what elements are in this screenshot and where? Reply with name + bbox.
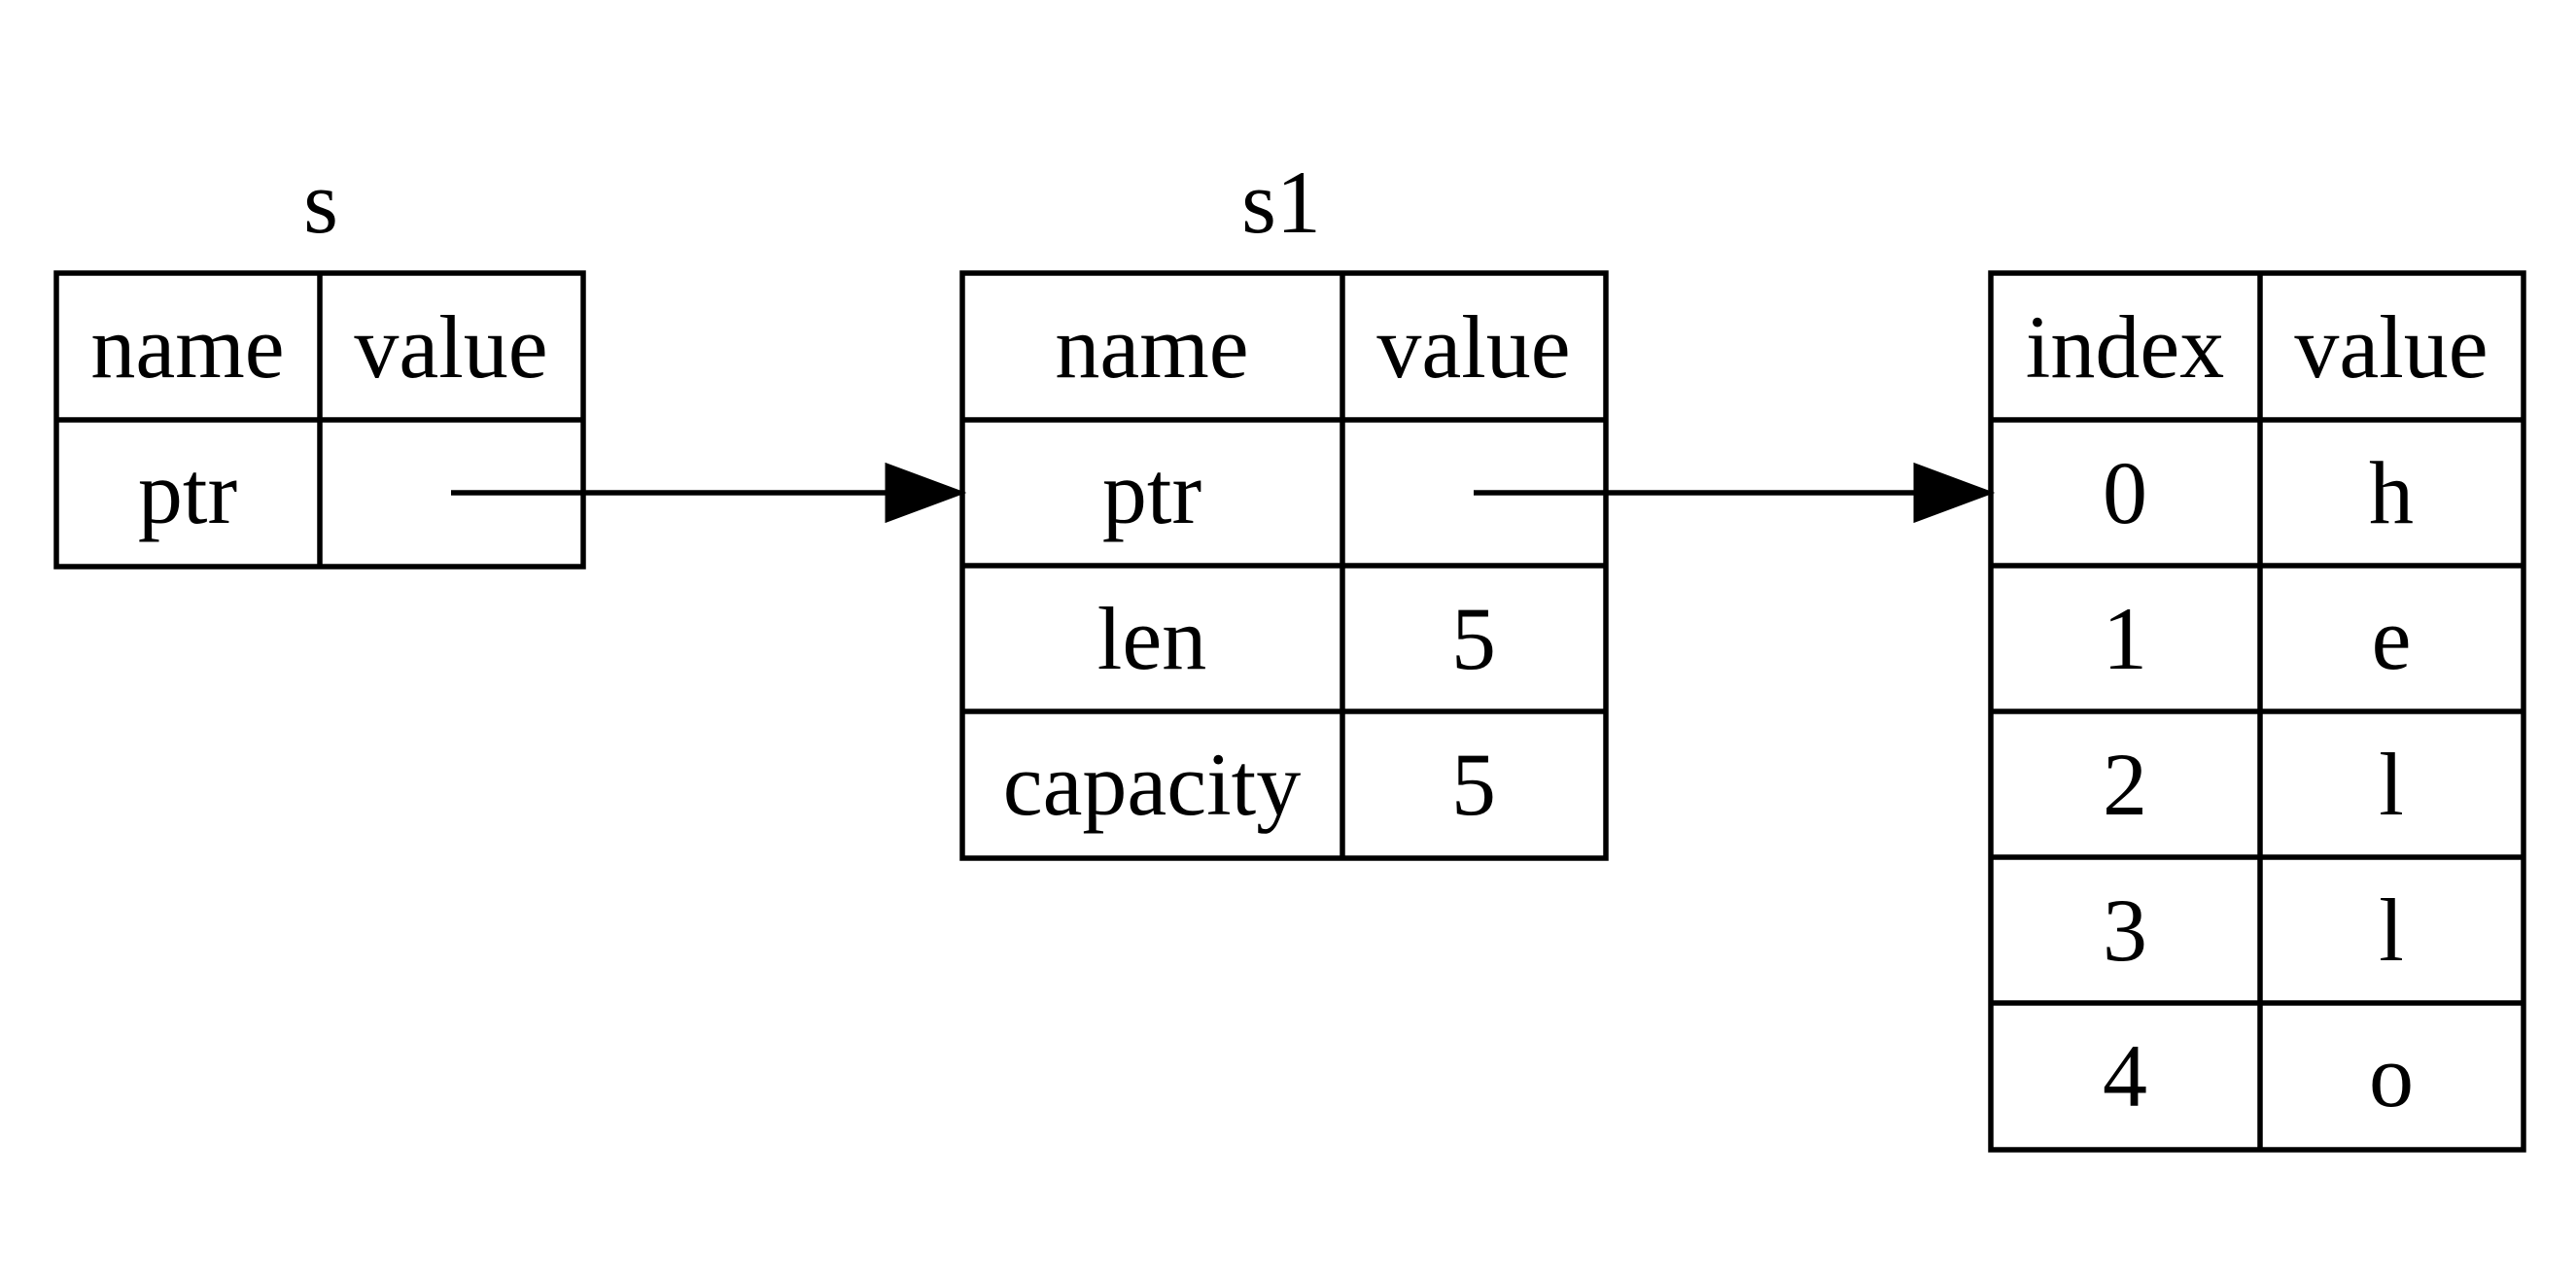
table-heap: index value 0 h 1 e 2 l 3 l 4 o <box>1988 270 2526 1153</box>
table-heap-cell-index: 4 <box>2103 1026 2147 1125</box>
table-s: s name value ptr <box>53 153 586 570</box>
arrow-head-icon <box>885 462 967 524</box>
table-s1-cell-ptr: ptr <box>1102 443 1201 542</box>
table-heap-cell-value: l <box>2379 735 2404 834</box>
table-s1-cell-capacity-value: 5 <box>1451 735 1496 834</box>
table-heap-cell-index: 0 <box>2103 443 2147 542</box>
table-heap-cell-value: h <box>2369 443 2414 542</box>
table-heap-cell-index: 3 <box>2103 881 2147 980</box>
table-s1-cell-len-value: 5 <box>1451 589 1496 688</box>
table-heap-cell-value: l <box>2379 881 2404 980</box>
table-heap-header-value: value <box>2294 297 2488 397</box>
table-s-title: s <box>303 153 338 252</box>
table-s1-header-value: value <box>1376 297 1570 397</box>
table-s1-title: s1 <box>1241 153 1321 252</box>
table-heap-cell-index: 2 <box>2103 735 2147 834</box>
table-heap-cell-value: e <box>2372 589 2412 688</box>
table-s1-cell-len: len <box>1097 589 1206 688</box>
table-s1-header-name: name <box>1055 297 1248 397</box>
table-heap-cell-value: o <box>2369 1026 2414 1125</box>
table-heap-header-index: index <box>2026 297 2224 397</box>
table-s-header-value: value <box>354 297 547 397</box>
table-heap-cell-index: 1 <box>2103 589 2147 688</box>
table-s-header-name: name <box>90 297 284 397</box>
table-s1: s1 name value ptr len 5 capacity 5 <box>959 153 1609 861</box>
edge-s1-ptr-to-heap <box>1474 462 1996 524</box>
table-s-cell-ptr: ptr <box>138 443 237 542</box>
arrow-head-icon <box>1913 462 1996 524</box>
table-s1-cell-capacity: capacity <box>1003 735 1301 834</box>
edge-s-ptr-to-s1 <box>451 462 967 524</box>
